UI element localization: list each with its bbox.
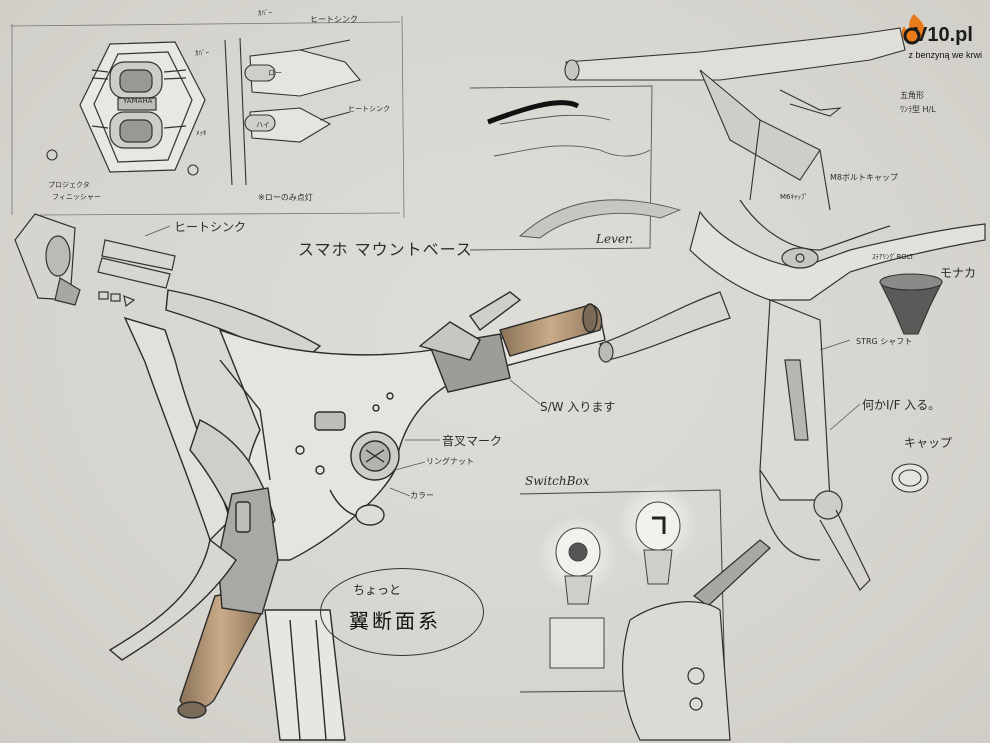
- flame-wheel-icon: [901, 14, 925, 45]
- headlight-side-view: [46, 37, 361, 186]
- note-steer-bolt: ｽﾃｱﾘﾝｸﾞBOLT: [872, 253, 914, 261]
- note-mechanical: モナカ: [940, 266, 977, 280]
- note-wing-section: 翼断面系: [349, 609, 441, 633]
- note-phone-mount: スマホ マウントベース: [298, 240, 473, 259]
- note-hi: ハイ: [256, 121, 270, 129]
- note-tuning-fork: 音叉マーク: [442, 434, 503, 448]
- note-chotto: ちょっと: [353, 583, 402, 597]
- speech-bubble: ちょっと 翼断面系: [320, 568, 484, 656]
- note-sw-inside: S/W 入ります: [540, 400, 616, 414]
- switch-box: [519, 484, 726, 693]
- logo-brand: V10.pl: [914, 24, 973, 46]
- middle-right-handlebar: [598, 199, 986, 591]
- note-finisher: フィニッシャー: [52, 193, 101, 201]
- note-ring-nut: リングナット: [426, 457, 474, 466]
- left-switch-detail: [14, 213, 176, 308]
- note-heatsink-mid: ヒートシンク: [348, 105, 390, 113]
- note-lever: Lever.: [596, 232, 634, 246]
- note-projector: プロジェクタ: [48, 181, 90, 189]
- note-m6-cap: M6ｷｬｯﾌﾟ: [780, 193, 808, 201]
- note-lo: ロー: [268, 69, 282, 77]
- note-interface: 何かI/F 入る。: [862, 398, 941, 412]
- headlight-front-view: [79, 41, 206, 173]
- monaka-cap: [879, 273, 943, 335]
- note-m8-bolt-cap: M8ボルトキャップ: [830, 173, 898, 182]
- note-collar: カラー: [410, 491, 434, 500]
- note-mekki: ﾒｯｷ: [196, 129, 207, 137]
- lever-sketch-box: [469, 85, 682, 251]
- note-heatsink-top: ヒートシンク: [310, 15, 358, 24]
- note-switchbox: SwitchBox: [525, 474, 590, 488]
- top-right-handlebar: [564, 27, 906, 211]
- note-cover-side: ｶﾊﾞｰ: [195, 49, 209, 57]
- note-one-piece-hl: ﾜﾝﾗ型 H/L: [900, 105, 936, 114]
- note-yamaha: YAMAHA: [123, 97, 153, 105]
- note-heatsink-left: ヒートシンク: [174, 220, 247, 234]
- note-stem-shaft: STRG シャフト: [856, 337, 913, 346]
- note-pentagon: 五角形: [900, 91, 924, 100]
- small-cap: [891, 463, 929, 493]
- note-lo-only: ※ローのみ点灯: [258, 193, 313, 202]
- logo-tagline: z benzyną we krwi: [908, 50, 982, 60]
- lower-right-housing: [621, 539, 771, 741]
- main-handlebar: [108, 289, 606, 741]
- note-cover: ｶﾊﾞｰ: [258, 9, 272, 17]
- note-cap: キャップ: [904, 436, 953, 450]
- site-logo: V10.pl z benzyną we krwi: [894, 6, 982, 68]
